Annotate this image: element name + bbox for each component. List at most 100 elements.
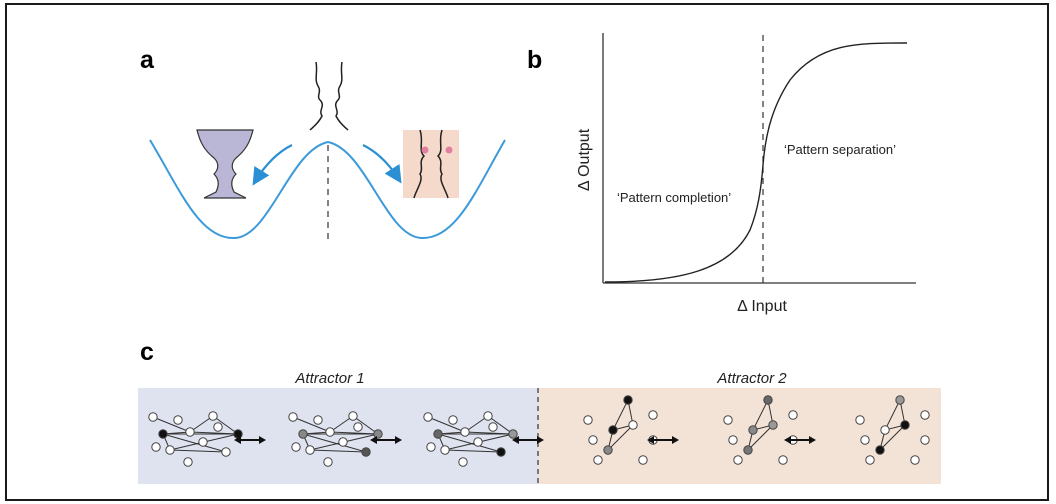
network-node — [648, 410, 658, 420]
network-node — [440, 445, 450, 455]
transition-arrow-head — [809, 436, 816, 444]
network-node — [458, 457, 468, 467]
arrow-right-to-faces — [362, 144, 402, 184]
network-node — [473, 437, 483, 447]
network-node — [763, 395, 773, 405]
network-edge — [752, 399, 769, 431]
network-node — [448, 415, 458, 425]
network-node — [483, 411, 493, 421]
network-edge — [487, 415, 514, 435]
network-node — [496, 447, 506, 457]
energy-landscape-curve — [149, 139, 506, 240]
network-edge — [444, 449, 502, 453]
network-node — [151, 442, 161, 452]
network-edge — [464, 431, 514, 435]
network-node — [603, 445, 613, 455]
network-node — [768, 420, 778, 430]
network-node — [743, 445, 753, 455]
ambiguous-faces-icon — [309, 61, 349, 131]
network-node — [291, 442, 301, 452]
attractor-2-region — [538, 388, 941, 484]
network-node — [748, 425, 758, 435]
network-edge — [427, 416, 466, 433]
sigmoid-curve — [604, 42, 908, 283]
network-node — [213, 422, 223, 432]
panel-c-letter: c — [140, 338, 154, 366]
attractor-2-title: Attractor 2 — [716, 370, 787, 387]
network-node — [183, 457, 193, 467]
network-edge — [329, 431, 379, 435]
network-node — [593, 455, 603, 465]
network-node — [583, 415, 593, 425]
network-node — [460, 427, 470, 437]
network-node — [900, 420, 910, 430]
network-edge — [309, 449, 367, 453]
network-edge — [189, 431, 239, 435]
annotation-pattern-separation: ‘Pattern separation’ — [784, 142, 896, 157]
network-node — [778, 455, 788, 465]
network-node — [488, 422, 498, 432]
network-edge — [212, 415, 239, 435]
network-node — [638, 455, 648, 465]
network-node — [728, 435, 738, 445]
network-node — [733, 455, 743, 465]
network-node — [173, 415, 183, 425]
x-axis-label: Δ Input — [737, 298, 787, 315]
network-node — [361, 447, 371, 457]
network-node — [895, 395, 905, 405]
network-node — [623, 395, 633, 405]
arrow-left-to-vase — [252, 144, 293, 186]
panel-a — [149, 61, 506, 240]
network-node — [325, 427, 335, 437]
network-edge — [607, 424, 634, 451]
network-node — [208, 411, 218, 421]
network-node — [920, 435, 930, 445]
network-edge — [152, 416, 191, 433]
y-axis-label: Δ Output — [576, 128, 593, 191]
network-states — [148, 395, 930, 467]
network-node — [185, 427, 195, 437]
network-node — [608, 425, 618, 435]
network-node — [423, 412, 433, 422]
network-node — [788, 410, 798, 420]
network-node — [433, 429, 443, 439]
network-edge — [302, 433, 367, 453]
transition-arrow-head — [259, 436, 266, 444]
network-node — [855, 415, 865, 425]
network-node — [508, 429, 518, 439]
network-edge — [612, 399, 629, 431]
transition-arrow-head — [537, 436, 544, 444]
network-edge — [292, 416, 331, 433]
network-node — [148, 412, 158, 422]
annotation-pattern-completion: ‘Pattern completion’ — [617, 190, 731, 205]
network-edge — [352, 415, 379, 435]
attractor-1-title: Attractor 1 — [294, 370, 364, 387]
network-node — [221, 447, 231, 457]
network-edge — [437, 433, 502, 453]
network-node — [723, 415, 733, 425]
network-node — [373, 429, 383, 439]
network-node — [865, 455, 875, 465]
transition-arrow-head — [234, 436, 241, 444]
faces-icon — [403, 129, 459, 199]
transition-arrow-head — [512, 436, 519, 444]
panel-b-letter: b — [527, 46, 542, 74]
network-node — [305, 445, 315, 455]
panel-c: Attractor 1 Attractor 2 — [138, 370, 941, 484]
network-node — [588, 435, 598, 445]
network-node — [875, 445, 885, 455]
network-node — [158, 429, 168, 439]
network-node — [628, 420, 638, 430]
network-edge — [162, 433, 227, 453]
network-node — [426, 442, 436, 452]
network-node — [910, 455, 920, 465]
transition-arrow-head — [647, 436, 654, 444]
panel-a-letter: a — [140, 46, 155, 74]
network-node — [298, 429, 308, 439]
network-edge — [879, 424, 906, 451]
network-node — [323, 457, 333, 467]
network-node — [353, 422, 363, 432]
transition-arrow-head — [370, 436, 377, 444]
network-node — [313, 415, 323, 425]
